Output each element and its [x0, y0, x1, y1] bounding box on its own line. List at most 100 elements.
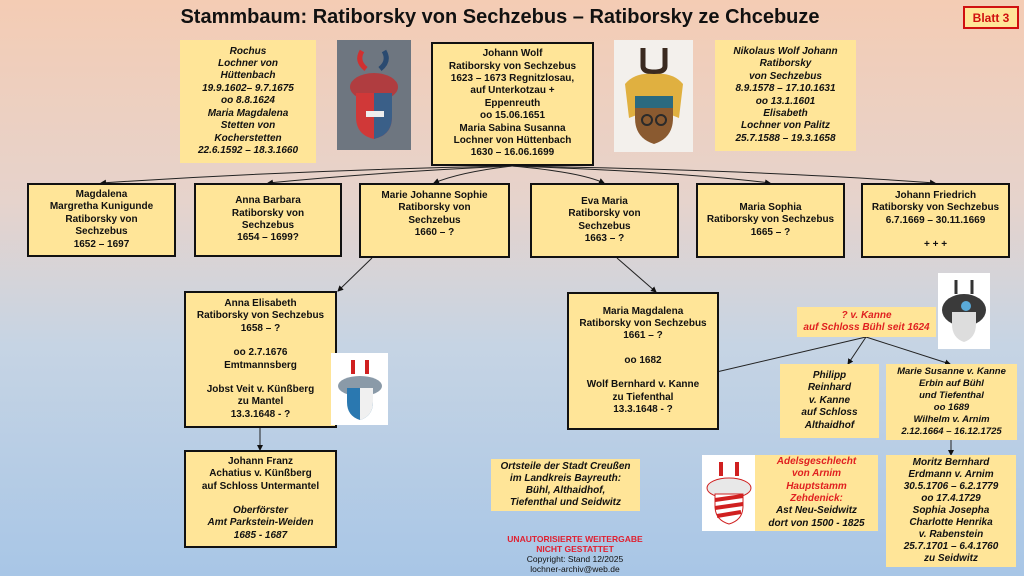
text-line: Bühl, Althaidhof, [525, 485, 606, 496]
sheet-label: Blatt 3 [963, 6, 1019, 29]
text-line: Ratiborsky von [398, 202, 471, 214]
page-title: Stammbaum: Ratiborsky von Sechzebus – Ra… [180, 6, 820, 28]
text-line: Oberförster [232, 505, 288, 516]
text-line: Althaidhof [804, 419, 855, 431]
text-line: 1685 - 1687 [233, 529, 288, 541]
text-line: v. Rabenstein [918, 529, 984, 540]
text-line: Wolf Bernhard v. Kanne [586, 379, 700, 391]
coat-of-arms-lochner-icon [337, 40, 411, 150]
text-line: Hauptstamm [786, 480, 847, 492]
text-line: Elisabeth [763, 107, 808, 119]
text-line: Sechzebus [241, 220, 295, 231]
text-line: v. Kanne [808, 394, 851, 406]
text-line: 1665 – ? [750, 226, 791, 238]
text-line: Ratiborsky von Sechzebus [196, 310, 325, 322]
text-line: 6.7.1669 – 30.11.1669 [885, 214, 986, 226]
text-line: Moritz Bernhard [912, 457, 990, 468]
text-line: Ast Neu-Seidwitz [775, 505, 858, 517]
text-line: Zehdenick: [790, 493, 843, 504]
text-line: 1654 – 1699? [237, 232, 299, 244]
text-line: Ratiborsky von Sechzebus [706, 214, 835, 226]
text-line: Sophia Josepha [912, 505, 990, 516]
footer: UNAUTORISIERTE WEITERGABE NICHT GESTATTE… [470, 534, 680, 574]
text-line: zu Tiefenthal [612, 391, 674, 403]
text-line: Emtmannsberg [224, 359, 297, 371]
text-line: auf Schloss Bühl seit 1624 [803, 322, 930, 333]
text-line: 25.7.1701 – 6.4.1760 [903, 541, 999, 552]
text-line: Amt Parkstein-Weiden [207, 517, 314, 529]
text-line: Sechzebus [75, 226, 128, 238]
text-line: 19.9.1602– 9.7.1675 [202, 82, 294, 94]
coat-of-arms-arnim-icon [702, 455, 755, 531]
text-line: Ortsteile der Stadt Creußen [500, 461, 631, 472]
text-line: Johann Franz [227, 455, 293, 467]
text-line: Jobst Veit v. Künßberg [206, 383, 315, 395]
text-line: Erbin auf Bühl [919, 378, 984, 389]
text-line: oo 1689 [933, 402, 970, 413]
text-line: + + + [923, 238, 948, 250]
text-line: Johann Wolf [482, 48, 543, 60]
text-line: 1661 – ? [623, 330, 663, 342]
text-line: im Landkreis Bayreuth: [509, 473, 622, 484]
text-line: oo 13.1.1601 [755, 95, 816, 107]
text-line: auf Schloss Untermantel [201, 480, 320, 492]
text-line: Sechzebus [578, 220, 631, 232]
text-line: Nikolaus Wolf Johann [733, 45, 838, 57]
warning-line-1: UNAUTORISIERTE WEITERGABE [507, 534, 643, 544]
text-line: zu Mantel [237, 396, 284, 408]
text-line: Marie Johanne Sophie [381, 189, 488, 201]
text-line: Hüttenbach [220, 70, 276, 82]
text-line: Eva Maria [581, 195, 628, 207]
warning-line-2: NICHT GESTATTET [536, 544, 614, 554]
text-line: oo 8.8.1624 [221, 95, 275, 107]
text-line: Erdmann v. Arnim [908, 469, 994, 480]
text-line: Maria Magdalena [602, 305, 684, 317]
text-line: oo 2.7.1676 [233, 347, 288, 359]
text-line: Ratiborsky von Sechzebus [448, 60, 577, 72]
text-line [202, 493, 319, 505]
text-line: auf Schloss [801, 407, 858, 419]
text-line: oo 15.06.1651 [479, 110, 546, 122]
text-line: Adelsgeschlecht [776, 455, 857, 467]
text-line: Lochner von Hüttenbach [453, 135, 572, 147]
text-line: Kocherstetten [214, 132, 282, 144]
text-line: Ratiborsky von [65, 213, 138, 225]
text-line: Ratiborsky [759, 58, 812, 70]
text-line: von Sechzebus [749, 70, 822, 82]
text-line: Achatius v. Künßberg [209, 468, 312, 480]
text-line: Ratiborsky von [568, 208, 641, 220]
text-line: dort von 1500 - 1825 [768, 517, 865, 529]
text-line: Stetten von [220, 120, 276, 132]
text-line: Ratiborsky von Sechzebus [579, 317, 707, 329]
coat-of-arms-kuenssberg-icon [331, 353, 388, 425]
text-line: Wilhelm v. Arnim [913, 414, 990, 425]
text-line: 8.9.1578 – 17.10.1631 [735, 83, 836, 95]
text-line: Charlotte Henrika [909, 517, 993, 528]
text-line: zu Seidwitz [924, 553, 978, 564]
text-line: und Tiefenthal [919, 390, 984, 401]
text-line: Anna Barbara [235, 195, 301, 207]
text-line: Rochus [229, 45, 267, 57]
text-line: Philipp [812, 369, 847, 381]
text-line: Maria Sophia [739, 201, 802, 213]
text-line: Ratiborsky von Sechzebus [871, 202, 1000, 214]
text-line: 1630 – 16.06.1699 [470, 147, 555, 159]
email-link[interactable]: lochner-archiv@web.de [530, 564, 620, 574]
text-line: 1660 – ? [414, 226, 455, 238]
text-line: Tiefenthal und Seidwitz [510, 497, 621, 508]
